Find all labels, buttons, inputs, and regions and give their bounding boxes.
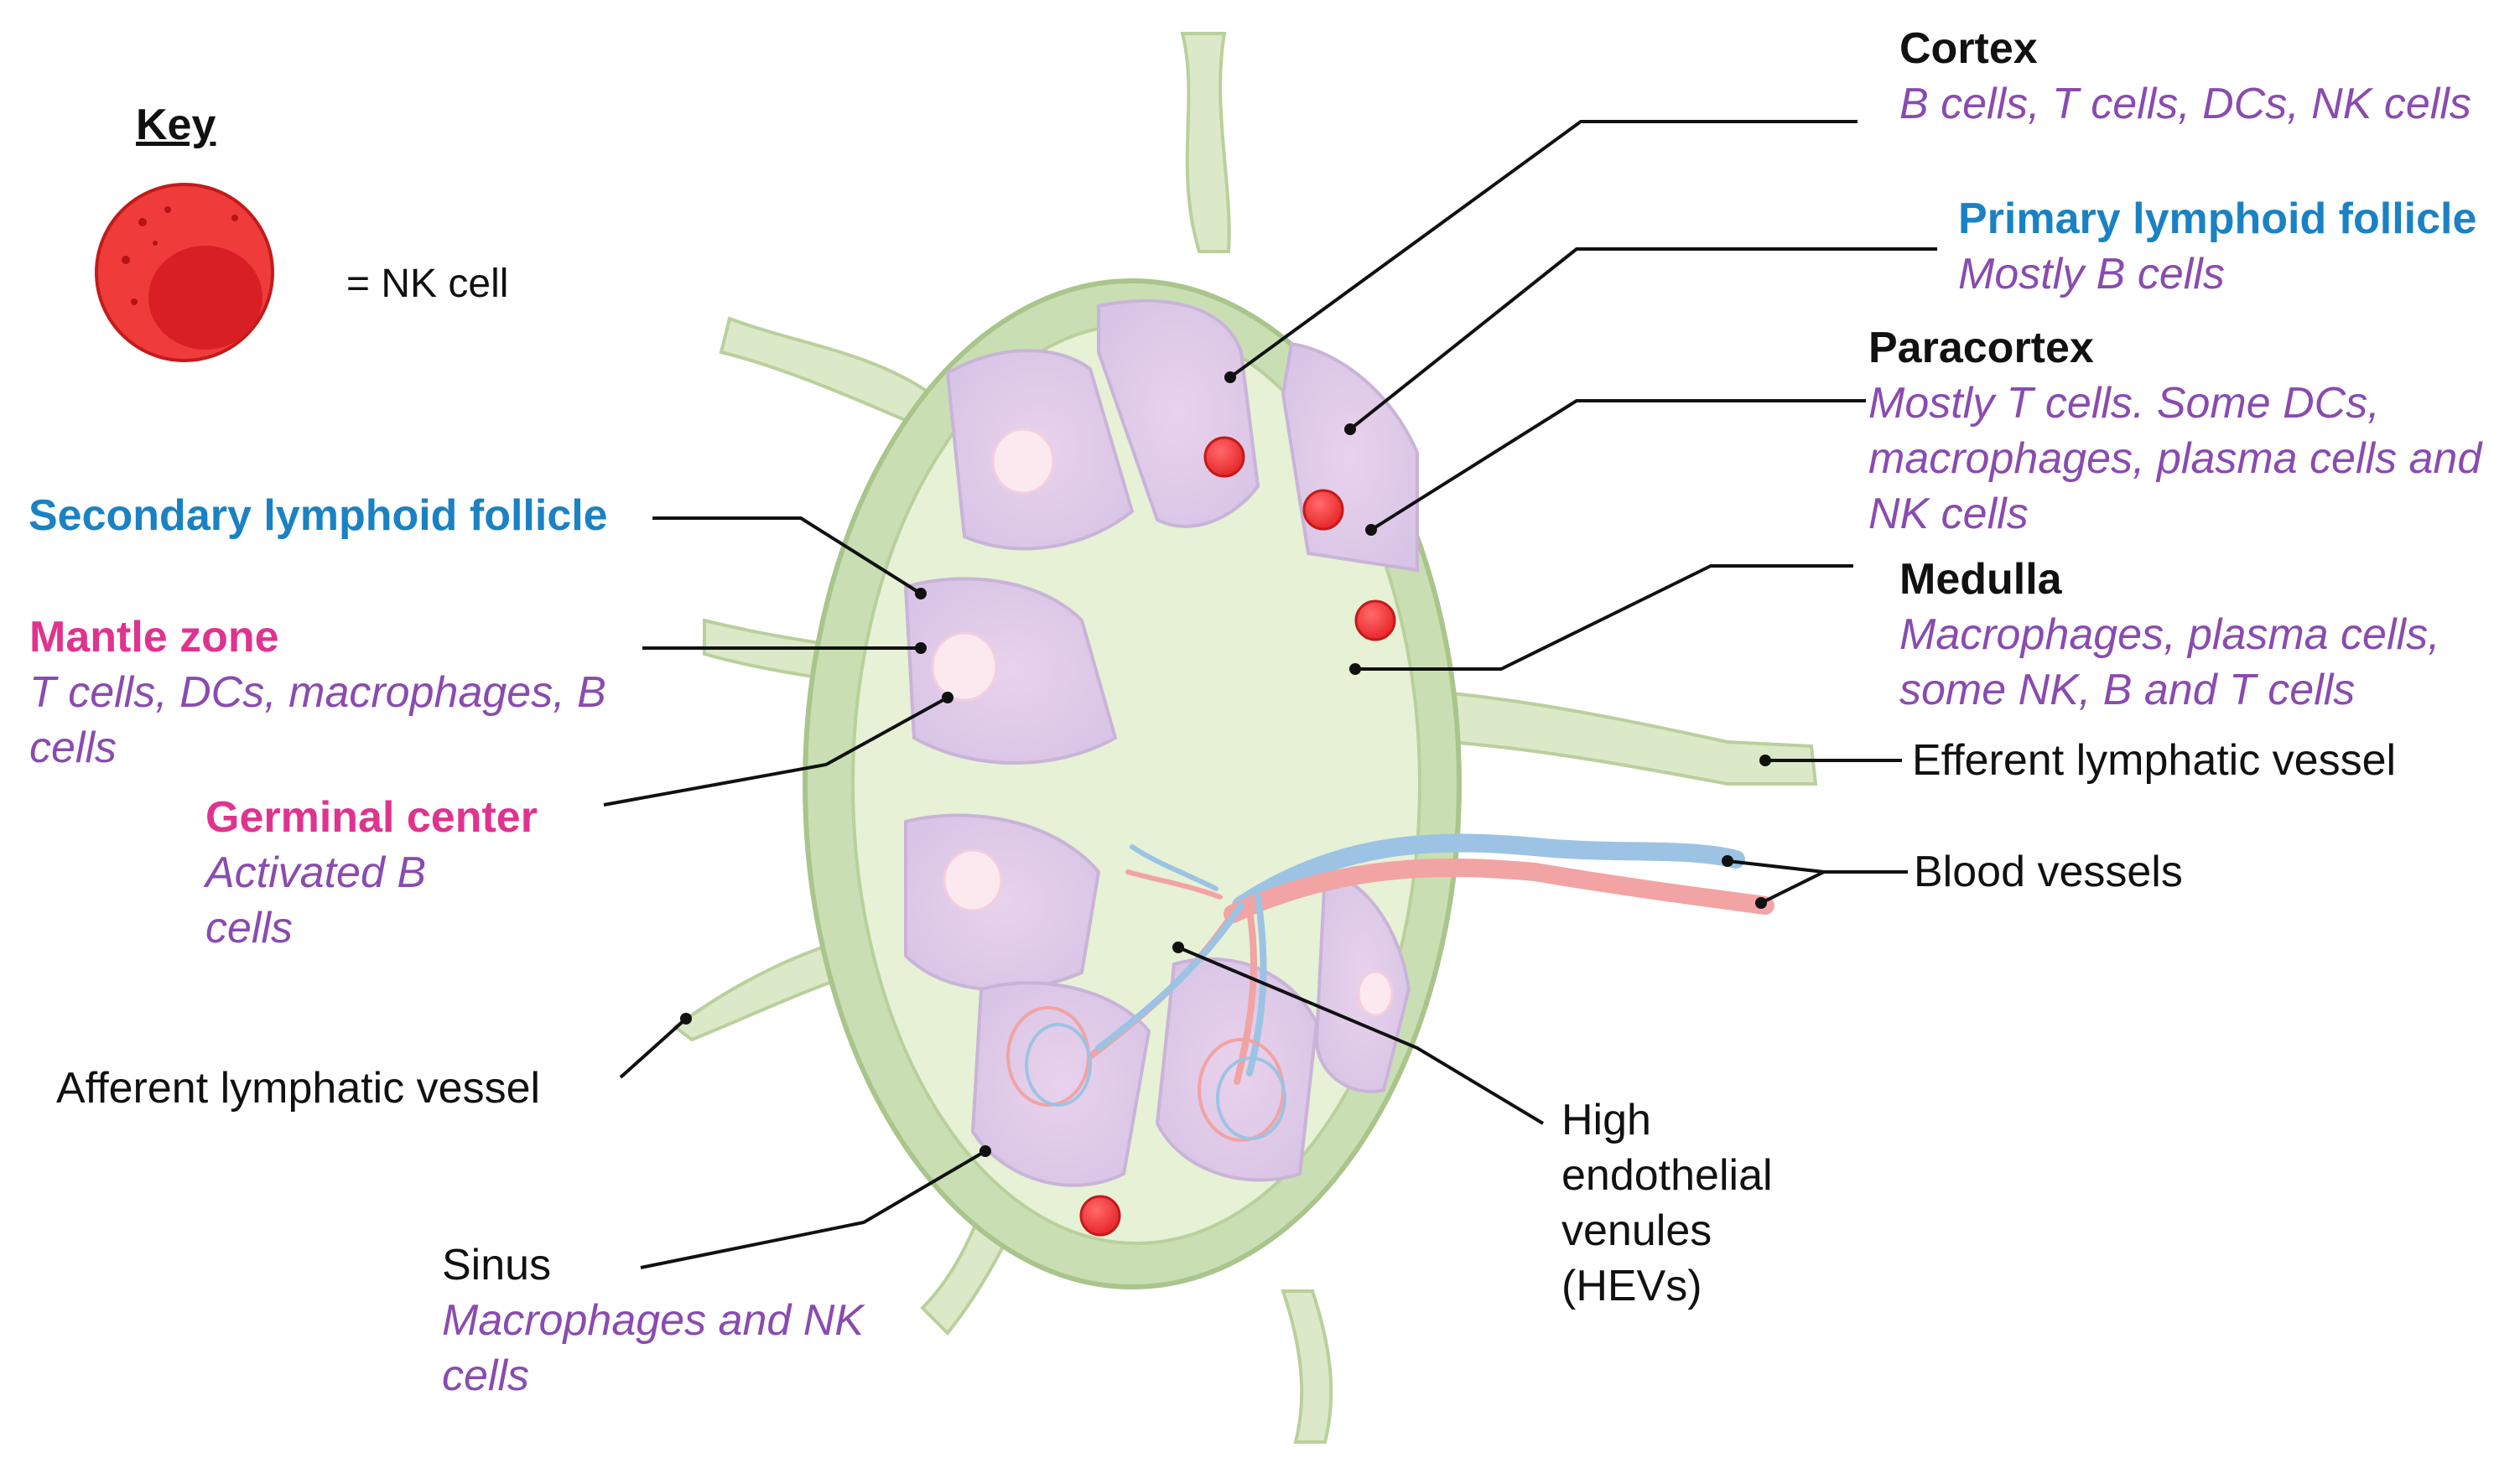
mantle-zone-desc: T cells, DCs, macrophages, B cells bbox=[29, 668, 606, 772]
cortex-desc: B cells, T cells, DCs, NK cells bbox=[1899, 80, 2471, 128]
paracortex-desc: Mostly T cells. Some DCs, macrophages, p… bbox=[1868, 379, 2482, 538]
leader-blood-vessels-2 bbox=[1760, 870, 1825, 905]
key-title: Key bbox=[136, 101, 216, 149]
key-nk-label: = NK cell bbox=[346, 262, 509, 306]
label-afferent: Afferent lymphatic vessel bbox=[56, 1064, 541, 1113]
label-medulla: Medulla Macrophages, plasma cells, some … bbox=[1899, 552, 2516, 718]
leader-dots bbox=[680, 371, 1771, 1157]
medulla-title: Medulla bbox=[1899, 555, 2062, 604]
label-blood-vessels: Blood vessels bbox=[1914, 848, 2183, 896]
nk-cell-icon bbox=[1302, 489, 1344, 531]
medulla-region bbox=[1136, 637, 1321, 838]
label-germinal-center: Germinal center Activated B cells bbox=[205, 790, 600, 956]
sinus-desc: Macrophages and NK cells bbox=[442, 1296, 864, 1400]
mantle-zone-title: Mantle zone bbox=[29, 613, 279, 661]
leader-afferent bbox=[619, 1017, 688, 1079]
blood-vessels bbox=[1087, 833, 1774, 1085]
hev-loops bbox=[1006, 1006, 1286, 1142]
leader-secondary-follicle bbox=[652, 516, 922, 595]
medulla-desc: Macrophages, plasma cells, some NK, B an… bbox=[1899, 610, 2440, 714]
label-secondary-follicle: Secondary lymphoid follicle bbox=[29, 491, 608, 540]
label-mantle-zone: Mantle zone T cells, DCs, macrophages, B… bbox=[29, 610, 633, 776]
leader-paracortex bbox=[1369, 399, 1866, 532]
key-nk-cell-icon bbox=[95, 183, 274, 362]
germinal-centers bbox=[931, 428, 1394, 1017]
leader-sinus bbox=[640, 1149, 987, 1269]
leader-lines bbox=[603, 120, 1937, 1269]
label-sinus: Sinus Macrophages and NK cells bbox=[442, 1237, 878, 1403]
primary-follicle-desc: Mostly B cells bbox=[1958, 250, 2225, 298]
label-paracortex: Paracortex Mostly T cells. Some DCs, mac… bbox=[1868, 320, 2506, 542]
leader-hev bbox=[1177, 946, 1545, 1125]
label-primary-follicle: Primary lymphoid follicle Mostly B cells bbox=[1958, 191, 2520, 302]
primary-follicle-title: Primary lymphoid follicle bbox=[1958, 195, 2477, 243]
cortex-title: Cortex bbox=[1899, 24, 2038, 73]
sinus-title: Sinus bbox=[442, 1241, 552, 1289]
leader-germinal-center bbox=[603, 696, 948, 807]
nk-cell-icon bbox=[1079, 1195, 1121, 1237]
label-cortex: Cortex B cells, T cells, DCs, NK cells bbox=[1899, 21, 2503, 132]
leader-primary-follicle bbox=[1348, 247, 1937, 431]
leader-cortex bbox=[1229, 120, 1858, 379]
nk-cells bbox=[1079, 436, 1396, 1237]
nk-cell-icon bbox=[1203, 436, 1245, 478]
germinal-center-title: Germinal center bbox=[205, 793, 538, 842]
leader-medulla bbox=[1355, 564, 1853, 671]
label-efferent: Efferent lymphatic vessel bbox=[1912, 736, 2397, 785]
germinal-center-desc: Activated B cells bbox=[205, 848, 427, 952]
paracortex-title: Paracortex bbox=[1868, 324, 2094, 372]
nk-cell-icon bbox=[1354, 599, 1396, 641]
label-hev: High endothelial venules (HEVs) bbox=[1561, 1096, 1773, 1310]
leader-blood-vessels bbox=[1727, 859, 1908, 874]
